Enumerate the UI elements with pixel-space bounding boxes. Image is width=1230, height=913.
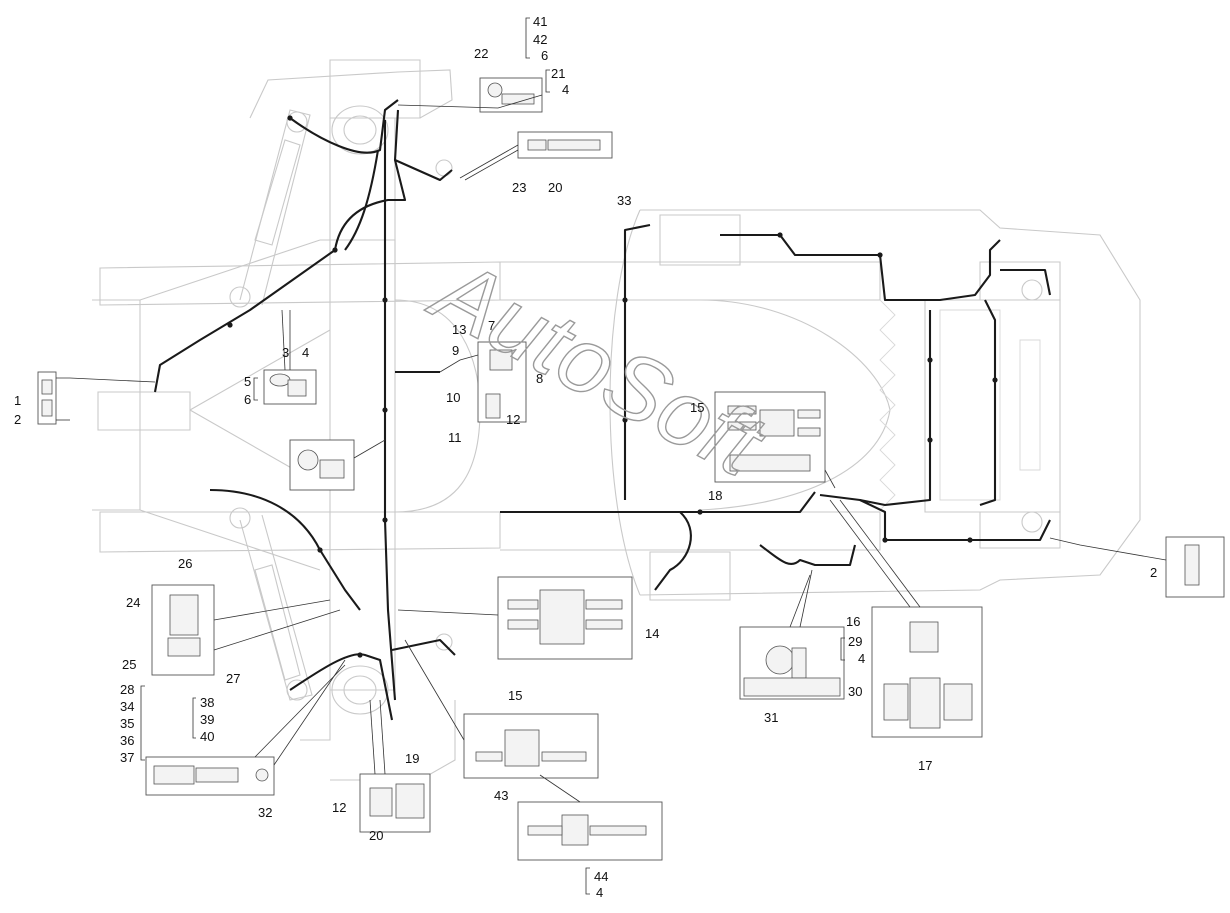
- callout-12-b: 12: [332, 800, 346, 815]
- callout-33: 33: [617, 193, 631, 208]
- callout-23: 23: [512, 180, 526, 195]
- callout-9: 9: [452, 343, 459, 358]
- callout-6-a: 6: [244, 392, 251, 407]
- callout-4-b: 4: [562, 82, 569, 97]
- callout-8: 8: [536, 371, 543, 386]
- watermark: AutoSoft: [414, 238, 781, 498]
- callout-22: 22: [474, 46, 488, 61]
- callout-43: 43: [494, 788, 508, 803]
- callout-12-a: 12: [506, 412, 520, 427]
- callout-40: 40: [200, 729, 214, 744]
- callout-35: 35: [120, 716, 134, 731]
- callout-16: 16: [846, 614, 860, 629]
- callout-14: 14: [645, 626, 659, 641]
- callout-27: 27: [226, 671, 240, 686]
- callout-39: 39: [200, 712, 214, 727]
- callout-25: 25: [122, 657, 136, 672]
- callout-34: 34: [120, 699, 134, 714]
- callout-44: 44: [594, 869, 608, 884]
- callout-38: 38: [200, 695, 214, 710]
- callout-6-b: 6: [541, 48, 548, 63]
- callout-2-right: 2: [1150, 565, 1157, 580]
- callout-4-d: 4: [596, 885, 603, 900]
- callout-15-upper: 15: [690, 400, 704, 415]
- detail-insets: [37, 77, 1225, 861]
- callout-32: 32: [258, 805, 272, 820]
- callout-19: 19: [405, 751, 419, 766]
- callout-10: 10: [446, 390, 460, 405]
- callout-5: 5: [244, 374, 251, 389]
- callout-41: 41: [533, 14, 547, 29]
- callout-36: 36: [120, 733, 134, 748]
- callout-18: 18: [708, 488, 722, 503]
- callout-28: 28: [120, 682, 134, 697]
- callout-21: 21: [551, 66, 565, 81]
- callout-labels: 1 2 2 3 4 4 4 4 5 6 6 7 8 9 10 11 12 12 …: [14, 14, 1157, 900]
- callout-20-b: 20: [369, 828, 383, 843]
- callout-29: 29: [848, 634, 862, 649]
- callout-3: 3: [282, 345, 289, 360]
- callout-37: 37: [120, 750, 134, 765]
- callout-4-c: 4: [858, 651, 865, 666]
- callout-4-a: 4: [302, 345, 309, 360]
- leader-lines: [56, 94, 1167, 803]
- callout-26: 26: [178, 556, 192, 571]
- callout-15-lower: 15: [508, 688, 522, 703]
- callout-20-a: 20: [548, 180, 562, 195]
- callout-30: 30: [848, 684, 862, 699]
- callout-42: 42: [533, 32, 547, 47]
- callout-2-left: 2: [14, 412, 21, 427]
- callout-17: 17: [918, 758, 932, 773]
- hose-clips: [227, 115, 998, 658]
- callout-13: 13: [452, 322, 466, 337]
- callout-11: 11: [448, 430, 462, 445]
- callout-brackets: [140, 17, 845, 895]
- hydraulic-hoses: [153, 99, 1052, 721]
- callout-1: 1: [14, 393, 21, 408]
- callout-7: 7: [488, 318, 495, 333]
- callout-31: 31: [764, 710, 778, 725]
- callout-24: 24: [126, 595, 140, 610]
